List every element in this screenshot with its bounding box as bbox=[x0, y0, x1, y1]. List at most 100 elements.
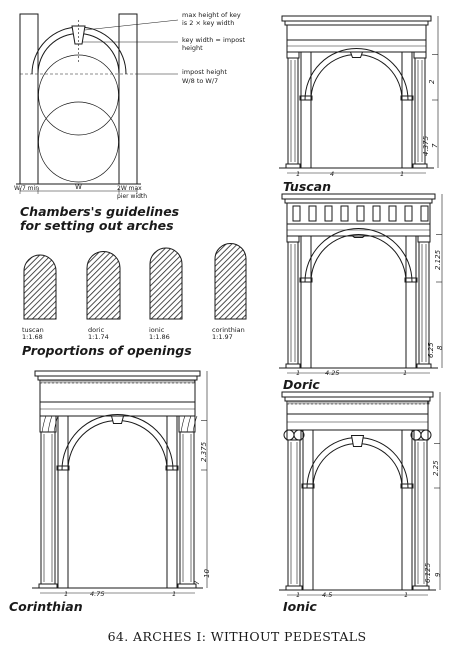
capital bbox=[286, 51, 300, 59]
opening-tuscan-name: tuscan bbox=[22, 326, 44, 334]
column-base bbox=[412, 163, 428, 169]
label-key-width-1: key width = impost bbox=[182, 36, 246, 44]
doric-dim-1: 2.125 bbox=[434, 249, 442, 270]
tuscan-dim-2: 4.375 bbox=[422, 135, 430, 156]
ionic-bot-3: 1 bbox=[404, 591, 408, 599]
doric-dim-2: 6.25 bbox=[427, 342, 435, 358]
opening-corinthian-ratio: 1:1.97 bbox=[212, 333, 233, 341]
opening-corinthian-shape bbox=[214, 243, 247, 320]
impost-right bbox=[165, 465, 179, 471]
cornice bbox=[281, 391, 434, 398]
column-base bbox=[285, 363, 301, 369]
doric-arch-elevation bbox=[279, 193, 443, 374]
capital bbox=[417, 235, 431, 243]
opening-ionic-ratio: 1:1.86 bbox=[149, 333, 170, 341]
cornice-moulding bbox=[284, 198, 433, 204]
acanthus-leaf bbox=[186, 415, 192, 433]
keystone bbox=[349, 51, 364, 58]
opening-tuscan-shape bbox=[23, 254, 57, 320]
opening-ionic-shape bbox=[149, 247, 183, 320]
column-shaft bbox=[287, 57, 299, 165]
doric-bot-2: 4.25 bbox=[325, 369, 339, 377]
tuscan-bot-3: 1 bbox=[400, 170, 404, 178]
openings-shapes bbox=[23, 243, 247, 320]
column-base bbox=[38, 583, 58, 589]
ionic-dim-3: 9 bbox=[434, 572, 442, 577]
cornice-moulding bbox=[284, 396, 431, 402]
triglyph bbox=[356, 205, 365, 222]
keystone bbox=[350, 435, 365, 447]
arch-intrados bbox=[67, 420, 168, 471]
column-base bbox=[416, 363, 432, 369]
triglyph bbox=[308, 205, 317, 222]
cornice bbox=[281, 193, 436, 200]
column-shaft bbox=[179, 431, 195, 585]
capital bbox=[413, 51, 427, 59]
impost-left bbox=[299, 95, 313, 101]
arch-intrados bbox=[312, 443, 403, 489]
column-base bbox=[285, 585, 303, 591]
impost-left bbox=[299, 277, 313, 283]
corinthian-dim-3: 10 bbox=[203, 569, 211, 578]
arch-intrados bbox=[310, 234, 407, 283]
pier-left bbox=[57, 415, 69, 589]
tuscan-bot-1: 1 bbox=[296, 170, 300, 178]
acanthus-leaf bbox=[180, 415, 186, 433]
tuscan-dim-3: 7 bbox=[431, 143, 439, 148]
cornice-moulding bbox=[37, 375, 198, 381]
openings-title: Proportions of openings bbox=[22, 343, 192, 358]
impost-left bbox=[56, 465, 70, 471]
guidelines-title-1: Chambers's guidelines bbox=[20, 204, 179, 219]
doric-bot-1: 1 bbox=[296, 369, 300, 377]
plate-caption: 64. ARCHES I: WITHOUT PEDESTALS bbox=[107, 629, 367, 644]
frieze bbox=[286, 24, 427, 41]
pier-left bbox=[300, 235, 312, 369]
ionic-dim-2: 6.125 bbox=[424, 562, 432, 583]
label-pier-1: 2W max bbox=[117, 185, 142, 192]
pier-right bbox=[401, 51, 413, 169]
pier-right bbox=[401, 429, 413, 591]
corinthian-arch-elevation bbox=[32, 370, 208, 594]
keystone bbox=[351, 235, 366, 238]
ionic-title: Ionic bbox=[283, 599, 317, 614]
triglyph bbox=[340, 205, 349, 222]
pier-left bbox=[300, 51, 312, 169]
cornice bbox=[34, 370, 201, 377]
label-min: W/7 min bbox=[14, 185, 39, 192]
column-base bbox=[412, 585, 430, 591]
doric-dim-3: 8 bbox=[436, 345, 444, 350]
opening-tuscan-ratio: 1:1.68 bbox=[22, 333, 43, 341]
volute bbox=[420, 429, 432, 441]
column-base bbox=[285, 163, 301, 169]
label-pier-2: pier width bbox=[117, 193, 147, 200]
label-max-key-1: max height of key bbox=[182, 11, 241, 19]
acanthus-leaf bbox=[192, 415, 198, 433]
arch-intrados bbox=[310, 54, 403, 101]
column-shaft bbox=[287, 439, 301, 587]
pier-left bbox=[302, 429, 314, 591]
corinthian-title: Corinthian bbox=[9, 599, 83, 614]
triglyph bbox=[388, 205, 397, 222]
corinthian-bot-1: 1 bbox=[64, 590, 68, 598]
corinthian-dim-2: 7 bbox=[193, 580, 201, 585]
column-shaft bbox=[287, 241, 299, 365]
archivolt bbox=[304, 228, 413, 283]
archivolt bbox=[304, 48, 409, 101]
tuscan-bot-2: 4 bbox=[330, 170, 334, 178]
ionic-bot-2: 4.5 bbox=[322, 591, 332, 599]
archivolt bbox=[61, 414, 174, 471]
doric-title: Doric bbox=[283, 377, 320, 392]
acanthus-leaf bbox=[41, 415, 47, 433]
opening-doric-ratio: 1:1.74 bbox=[88, 333, 109, 341]
ionic-dim-1: 2.25 bbox=[432, 460, 440, 476]
pier-right bbox=[405, 235, 417, 369]
corinthian-bot-3: 1 bbox=[172, 590, 176, 598]
column-shaft bbox=[40, 431, 56, 585]
cornice bbox=[281, 15, 432, 22]
ionic-arch-elevation bbox=[279, 391, 441, 596]
capital bbox=[286, 235, 300, 243]
doric-bot-3: 1 bbox=[403, 369, 407, 377]
tuscan-title: Tuscan bbox=[283, 179, 331, 194]
triglyph bbox=[292, 205, 301, 222]
